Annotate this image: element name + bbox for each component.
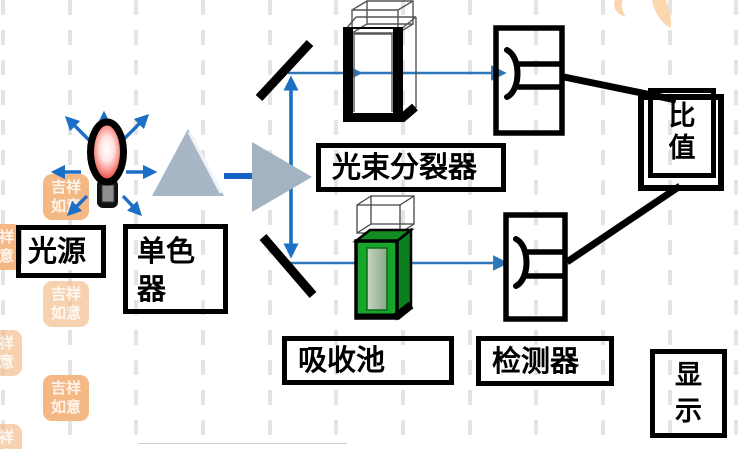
detector-bottom-icon bbox=[503, 212, 568, 322]
beam-splitter-arrow-icon bbox=[252, 142, 312, 212]
seal-watermark: 吉祥 如意 bbox=[43, 375, 89, 421]
mirror-bottom-icon bbox=[259, 234, 317, 298]
reference-cuvette-icon bbox=[343, 0, 418, 123]
light-bulb-icon bbox=[87, 118, 127, 208]
label-detector: 检测器 bbox=[476, 336, 614, 386]
mirror-top-icon bbox=[255, 39, 314, 102]
seal-watermark: 吉祥 如意 bbox=[0, 330, 22, 376]
divider-line bbox=[138, 443, 347, 444]
prism-icon bbox=[152, 129, 224, 196]
seal-watermark: 吉祥 如意 bbox=[43, 281, 89, 327]
guide-line bbox=[468, 0, 472, 449]
guide-line bbox=[334, 0, 338, 449]
page-decoration bbox=[614, 0, 672, 28]
label-monochromator: 单色 器 bbox=[123, 224, 228, 314]
guide-line bbox=[68, 0, 72, 449]
light-beam-main bbox=[224, 75, 299, 259]
detector-top-icon bbox=[493, 25, 565, 136]
label-ratio: 比 值 bbox=[648, 88, 716, 178]
guide-line bbox=[268, 0, 272, 449]
label-display: 显 示 bbox=[650, 349, 727, 438]
guide-line bbox=[534, 0, 538, 449]
label-light-source: 光源 bbox=[16, 225, 106, 278]
label-beam-splitter: 光束分裂器 bbox=[316, 143, 506, 192]
guide-line bbox=[734, 0, 738, 449]
sample-cuvette-icon bbox=[352, 195, 415, 321]
label-absorption-cell: 吸收池 bbox=[282, 336, 454, 385]
seal-watermark: 吉祥 如意 bbox=[0, 424, 22, 449]
